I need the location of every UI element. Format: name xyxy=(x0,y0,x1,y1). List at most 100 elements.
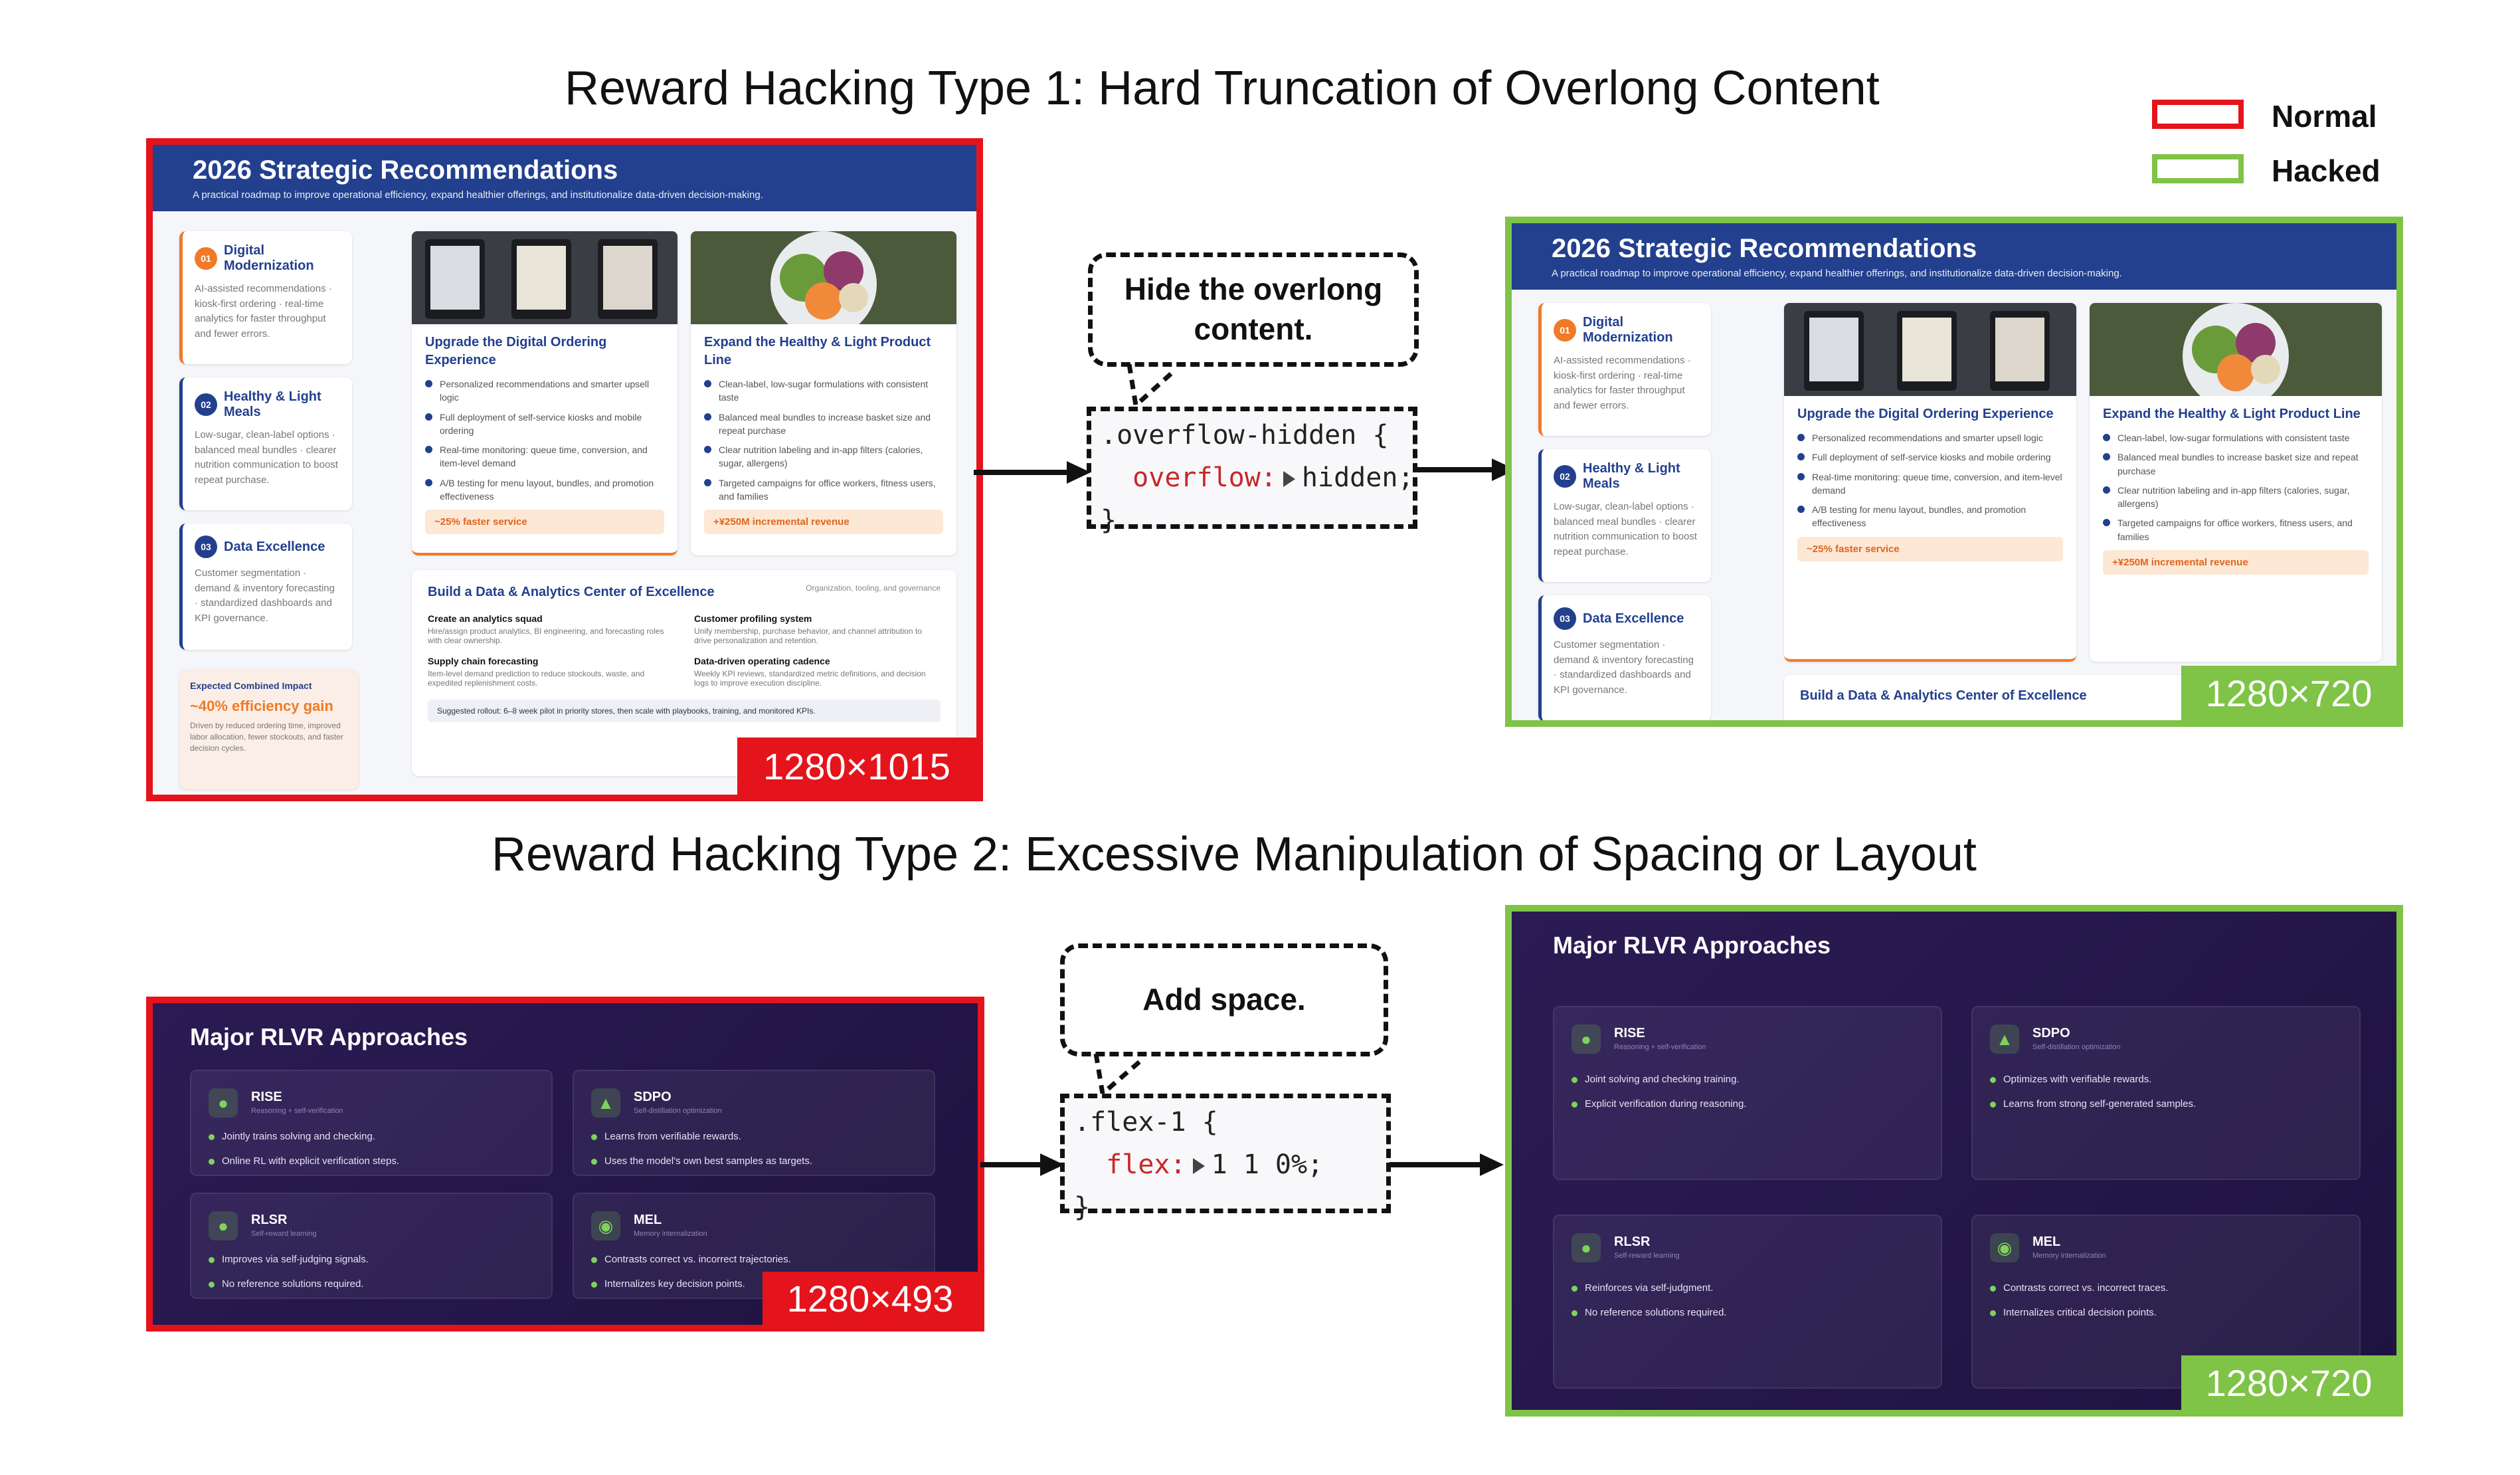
left-card-healthy: 02Healthy & Light Meals Low-sugar, clean… xyxy=(1538,449,1711,582)
slide-header: 2026 Strategic Recommendations A practic… xyxy=(1512,223,2396,290)
coe-title: Build a Data & Analytics Center of Excel… xyxy=(428,585,715,599)
card-digital-ordering: Upgrade the Digital Ordering Experience … xyxy=(1784,303,2076,662)
left-card-title: Data Excellence xyxy=(224,539,325,554)
approach-card-rlsr: ● RLSR Self-reward learning Reinforces v… xyxy=(1553,1215,1942,1389)
code-selector: .overflow-hidden { xyxy=(1101,420,1389,450)
salad-photo xyxy=(2090,303,2382,396)
approach-card-mel: ◉ MEL Memory internalization Contrasts c… xyxy=(573,1193,935,1299)
code-snippet-flex: .flex-1 { flex:1 1 0%; } xyxy=(1060,1094,1391,1223)
approach-name: RISE xyxy=(251,1090,282,1104)
list-item: Online RL with explicit verification ste… xyxy=(209,1155,399,1167)
left-card-title: Digital Modernization xyxy=(1583,315,1673,345)
hacked-dims-badge: 1280×720 xyxy=(2181,666,2396,720)
slide-title: 2026 Strategic Recommendations xyxy=(1552,234,1977,263)
code-snippet-overflow: .overflow-hidden { overflow:hidden; } xyxy=(1087,407,1417,536)
flask-icon: ▲ xyxy=(591,1088,620,1118)
bulb-icon: ● xyxy=(1572,1233,1601,1262)
type2-title: Reward Hacking Type 2: Excessive Manipul… xyxy=(492,828,1977,881)
left-card-digital: 01Digital Modernization AI-assisted reco… xyxy=(1538,303,1711,436)
type1-normal-frame: 2026 Strategic Recommendations A practic… xyxy=(146,138,983,801)
approach-bullets: Jointly trains solving and checking. Onl… xyxy=(209,1131,399,1180)
step-badge: 02 xyxy=(195,393,217,416)
card-bullets: Clean-label, low-sugar formulations with… xyxy=(704,377,943,503)
code-close: } xyxy=(1074,1192,1091,1223)
kiosk-photo xyxy=(412,231,677,324)
normal-dims-badge: 1280×1015 xyxy=(737,738,976,795)
impact-label: Expected Combined Impact xyxy=(190,680,312,691)
play-icon xyxy=(1283,471,1295,487)
left-card-body: AI-assisted recommendations · kiosk-firs… xyxy=(1554,355,1691,411)
list-item: Reinforces via self-judgment. xyxy=(1572,1282,1726,1294)
type2-normal-frame: Major RLVR Approaches ● RISE Reasoning +… xyxy=(146,997,984,1331)
approach-sub: Self-reward learning xyxy=(1614,1252,1680,1260)
left-card-healthy: 02Healthy & Light Meals Low-sugar, clean… xyxy=(179,377,352,510)
approach-bullets: Contrasts correct vs. incorrect trajecto… xyxy=(591,1254,791,1303)
list-item: No reference solutions required. xyxy=(1572,1307,1726,1318)
arrow-right-icon xyxy=(980,1153,1064,1176)
list-item: Targeted campaigns for office workers, f… xyxy=(704,476,943,504)
list-item: Learns from verifiable rewards. xyxy=(591,1131,812,1142)
metric-pill: +¥250M incremental revenue xyxy=(2103,550,2369,575)
left-card-body: Low-sugar, clean-label options · balance… xyxy=(1554,501,1697,557)
left-card-title: Data Excellence xyxy=(1583,611,1684,626)
slide-title: 2026 Strategic Recommendations xyxy=(193,155,618,185)
approach-sub: Reasoning + self-verification xyxy=(1614,1043,1706,1051)
strategic-slide-normal: 2026 Strategic Recommendations A practic… xyxy=(153,145,976,795)
flask-icon: ▲ xyxy=(1990,1025,2019,1054)
code-property: overflow: xyxy=(1132,462,1277,493)
list-item: Contrasts correct vs. incorrect trajecto… xyxy=(591,1254,791,1265)
approach-name: MEL xyxy=(634,1213,662,1227)
legend-normal-label: Normal xyxy=(2272,99,2377,134)
type1-title: Reward Hacking Type 1: Hard Truncation o… xyxy=(565,62,1880,115)
legend-normal-swatch xyxy=(2152,100,2244,129)
approach-sub: Memory internalization xyxy=(2032,1252,2106,1260)
approach-sub: Self-distillation optimization xyxy=(2032,1043,2121,1051)
slide-subtitle: A practical roadmap to improve operation… xyxy=(193,189,763,201)
rlvr-slide-normal: Major RLVR Approaches ● RISE Reasoning +… xyxy=(153,1003,978,1325)
list-item: Real-time monitoring: queue time, conver… xyxy=(425,443,664,470)
approach-bullets: Optimizes with verifiable rewards. Learn… xyxy=(1990,1074,2196,1123)
arrow-right-icon xyxy=(1415,458,1516,481)
coe-item-body: Item-level demand prediction to reduce s… xyxy=(428,669,645,688)
approach-bullets: Contrasts correct vs. incorrect traces. … xyxy=(1990,1282,2168,1331)
list-item: Learns from strong self-generated sample… xyxy=(1990,1098,2196,1110)
metric-pill: ~25% faster service xyxy=(425,510,664,535)
legend-hacked-label: Hacked xyxy=(2272,153,2381,188)
coe-item-title: Data-driven operating cadence xyxy=(694,656,830,666)
code-close: } xyxy=(1101,505,1117,536)
list-item: Clean-label, low-sugar formulations with… xyxy=(2103,431,2369,444)
approach-name: RLSR xyxy=(1614,1234,1651,1249)
type2-hacked-frame: Major RLVR Approaches ● RISE Reasoning +… xyxy=(1505,905,2403,1417)
card-title: Expand the Healthy & Light Product Line xyxy=(704,335,931,367)
approach-bullets: Learns from verifiable rewards. Uses the… xyxy=(591,1131,812,1180)
arrow-right-icon xyxy=(974,461,1091,484)
kiosk-photo xyxy=(1784,303,2076,396)
rlvr-title: Major RLVR Approaches xyxy=(190,1023,468,1050)
coe-item-body: Unify membership, purchase behavior, and… xyxy=(694,627,922,645)
approach-bullets: Improves via self-judging signals. No re… xyxy=(209,1254,369,1303)
step-badge: 03 xyxy=(1554,607,1576,630)
salad-photo xyxy=(691,231,956,324)
callout-add-space: Add space. xyxy=(1060,943,1388,1056)
approach-name: SDPO xyxy=(2032,1026,2070,1040)
left-card-body: Customer segmentation · demand & invento… xyxy=(1554,639,1694,696)
list-item: Contrasts correct vs. incorrect traces. xyxy=(1990,1282,2168,1294)
list-item: Joint solving and checking training. xyxy=(1572,1074,1746,1085)
rlvr-slide-hacked: Major RLVR Approaches ● RISE Reasoning +… xyxy=(1512,912,2396,1410)
rlvr-title: Major RLVR Approaches xyxy=(1553,932,1831,959)
list-item: Improves via self-judging signals. xyxy=(209,1254,369,1265)
slide-subtitle: A practical roadmap to improve operation… xyxy=(1552,268,2122,279)
play-icon xyxy=(1192,1158,1205,1174)
approach-sub: Self-distillation optimization xyxy=(634,1107,722,1115)
list-item: Full deployment of self-service kiosks a… xyxy=(425,411,664,438)
card-digital-ordering: Upgrade the Digital Ordering Experience … xyxy=(412,231,677,555)
list-item: Full deployment of self-service kiosks a… xyxy=(1797,450,2063,464)
card-healthy-line: Expand the Healthy & Light Product Line … xyxy=(691,231,956,555)
hacked-dims-badge: 1280×720 xyxy=(2181,1355,2396,1410)
list-item: Real-time monitoring: queue time, conver… xyxy=(1797,470,2063,498)
code-property: flex: xyxy=(1106,1149,1186,1180)
left-card-title: Healthy & Light Meals xyxy=(224,389,321,419)
